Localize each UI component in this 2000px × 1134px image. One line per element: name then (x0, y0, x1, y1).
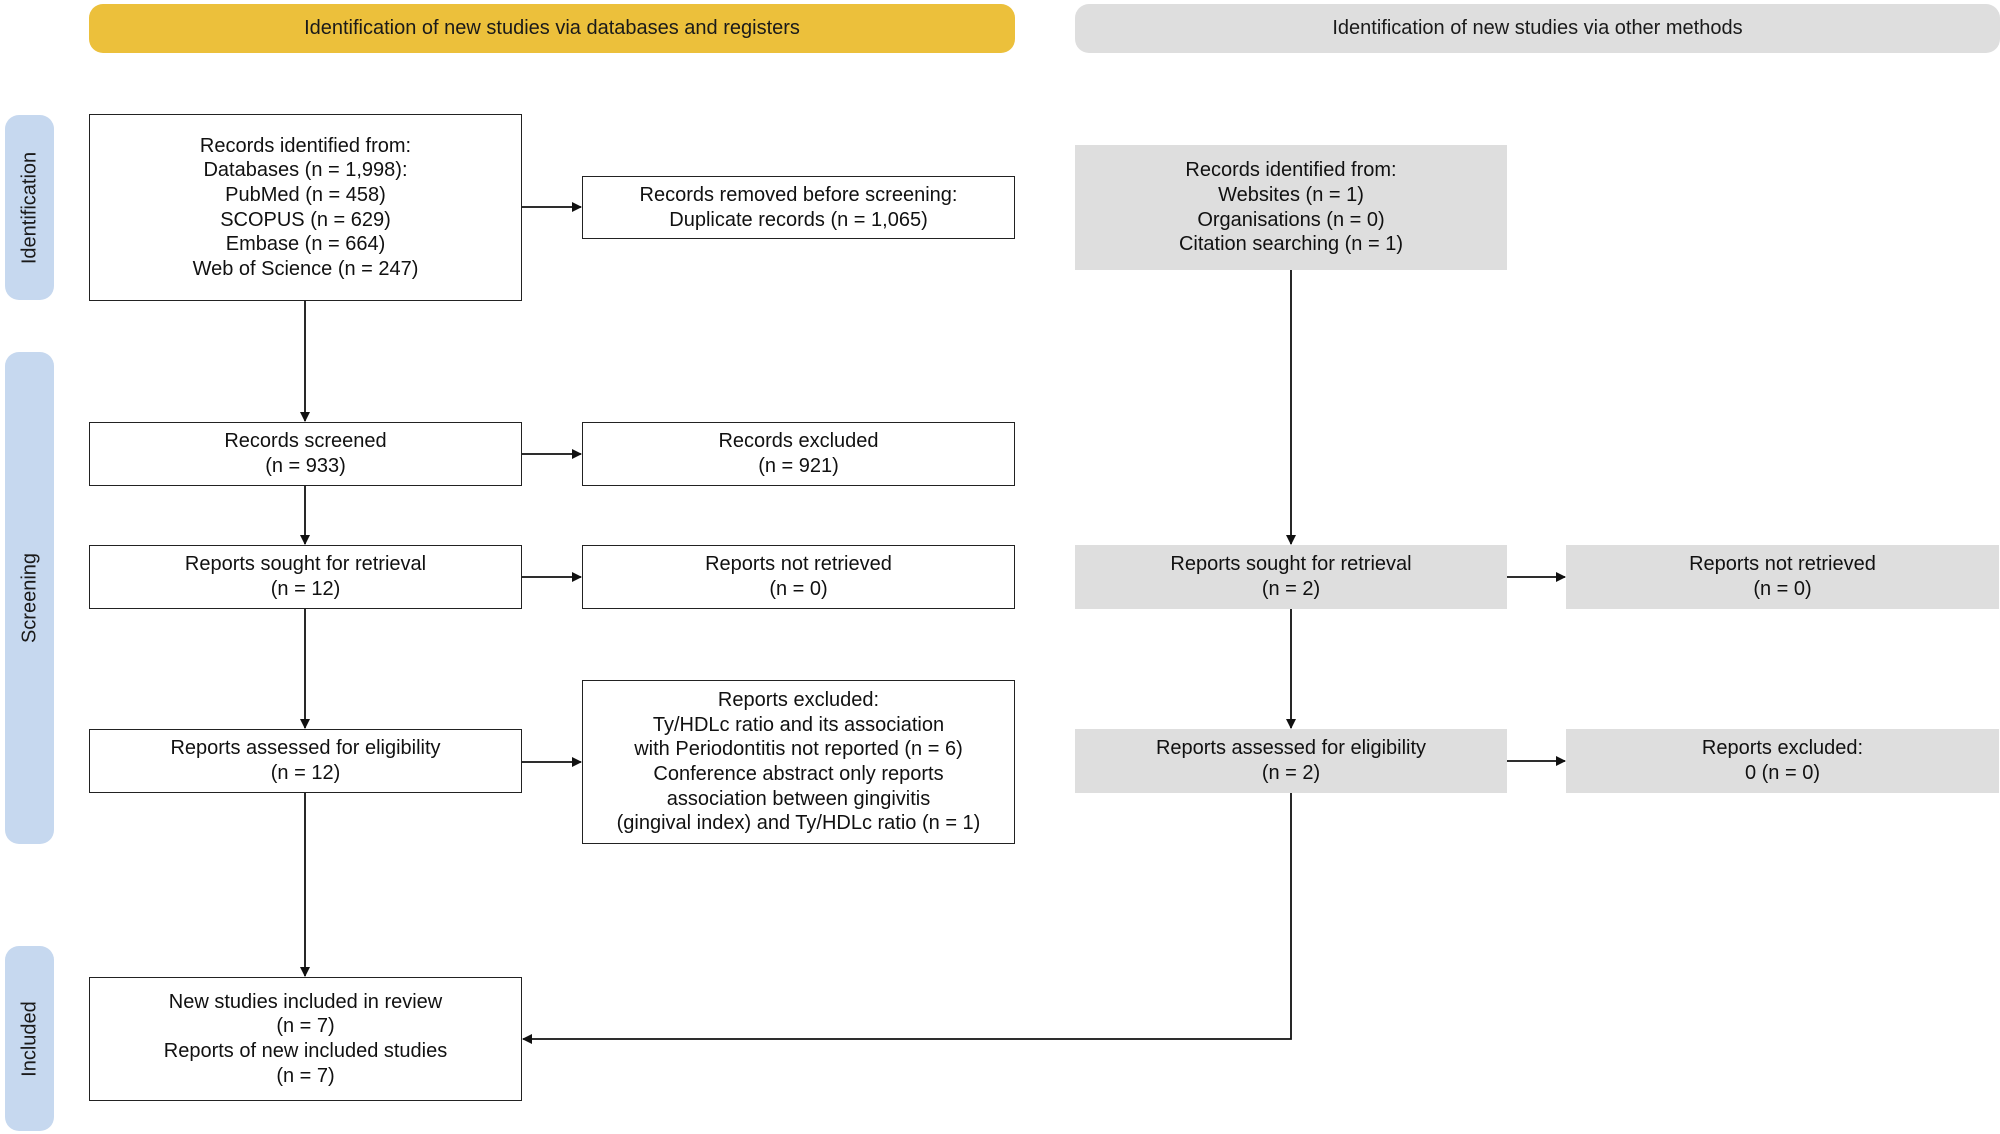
box-line: with Periodontitis not reported (n = 6) (634, 738, 963, 761)
box-line: Reports not retrieved (1689, 553, 1876, 576)
box-line: Reports sought for retrieval (184, 553, 427, 576)
box-line: Reports excluded: (717, 689, 880, 712)
box-line: Reports sought for retrieval (1170, 553, 1412, 576)
box-line: Records excluded (718, 430, 879, 453)
box-line: (n = 2) (1261, 762, 1321, 784)
box-line: (n = 2) (1261, 578, 1321, 600)
records-screened-box: Records screened (n = 933) (89, 422, 522, 486)
box-line: (n = 921) (758, 455, 839, 477)
box-line: Organisations (n = 0) (1197, 208, 1385, 231)
reports-assessed-other-box: Reports assessed for eligibility (n = 2) (1075, 729, 1507, 793)
box-line: Records identified from: (1185, 159, 1397, 182)
box-line: Reports assessed for eligibility (170, 737, 441, 760)
box-line: (n = 7) (276, 1064, 335, 1087)
box-line: (n = 933) (265, 455, 346, 477)
box-line: Reports excluded: (1701, 737, 1864, 760)
box-line: (n = 0) (769, 578, 828, 600)
box-line: association between gingivitis (666, 787, 931, 810)
reports-sought-databases-box: Reports sought for retrieval (n = 12) (89, 545, 522, 609)
records-excluded-box: Records excluded (n = 921) (582, 422, 1015, 486)
box-line: Citation searching (n = 1) (1178, 233, 1403, 256)
reports-not-retrieved-other-box: Reports not retrieved (n = 0) (1566, 545, 1999, 609)
phase-included: Included (5, 946, 54, 1131)
phase-included-label: Included (18, 1000, 40, 1077)
other-methods-header: Identification of new studies via other … (1075, 4, 2000, 53)
box-line: Reports not retrieved (705, 553, 892, 576)
databases-header: Identification of new studies via databa… (89, 4, 1015, 53)
box-line: (n = 12) (270, 578, 341, 600)
box-line: PubMed (n = 458) (225, 183, 386, 206)
box-line: 0 (n = 0) (1744, 762, 1821, 784)
records-removed-box: Records removed before screening: Duplic… (582, 176, 1015, 239)
box-line: Reports assessed for eligibility (1155, 737, 1427, 760)
box-line: (n = 12) (270, 762, 341, 784)
box-line: (gingival index) and Ty/HDLc ratio (n = … (616, 812, 981, 835)
box-line: (n = 7) (276, 1015, 335, 1038)
box-line: Databases (n = 1,998): (203, 159, 408, 182)
reports-excluded-other-box: Reports excluded: 0 (n = 0) (1566, 729, 1999, 793)
phase-screening: Screening (5, 352, 54, 844)
box-line: Records screened (224, 430, 387, 453)
databases-header-label: Identification of new studies via databa… (304, 17, 800, 39)
box-line: Reports of new included studies (163, 1040, 448, 1062)
phase-identification: Identification (5, 115, 54, 300)
phase-identification-label: Identification (18, 151, 40, 264)
reports-sought-other-box: Reports sought for retrieval (n = 2) (1075, 545, 1507, 609)
box-line: Duplicate records (n = 1,065) (669, 208, 928, 231)
phase-screening-label: Screening (18, 552, 40, 644)
box-line: Websites (n = 1) (1218, 183, 1364, 206)
records-identified-other-box: Records identified from: Websites (n = 1… (1075, 145, 1507, 270)
box-line: New studies included in review (168, 990, 443, 1013)
box-line: Records removed before screening: (639, 183, 958, 206)
box-line: SCOPUS (n = 629) (220, 208, 391, 231)
studies-included-box: New studies included in review (n = 7) R… (89, 977, 522, 1101)
box-line: Web of Science (n = 247) (192, 257, 419, 280)
box-line: Conference abstract only reports (653, 763, 944, 785)
box-line: (n = 0) (1753, 578, 1812, 600)
box-line: Embase (n = 664) (225, 233, 386, 256)
reports-excluded-databases-box: Reports excluded: Ty/HDLc ratio and its … (582, 680, 1015, 844)
reports-assessed-databases-box: Reports assessed for eligibility (n = 12… (89, 729, 522, 793)
records-identified-databases-box: Records identified from: Databases (n = … (89, 114, 522, 301)
box-line: Records identified from: (199, 134, 412, 157)
reports-not-retrieved-databases-box: Reports not retrieved (n = 0) (582, 545, 1015, 609)
box-line: Ty/HDLc ratio and its association (652, 713, 945, 736)
other-methods-header-label: Identification of new studies via other … (1332, 17, 1743, 39)
